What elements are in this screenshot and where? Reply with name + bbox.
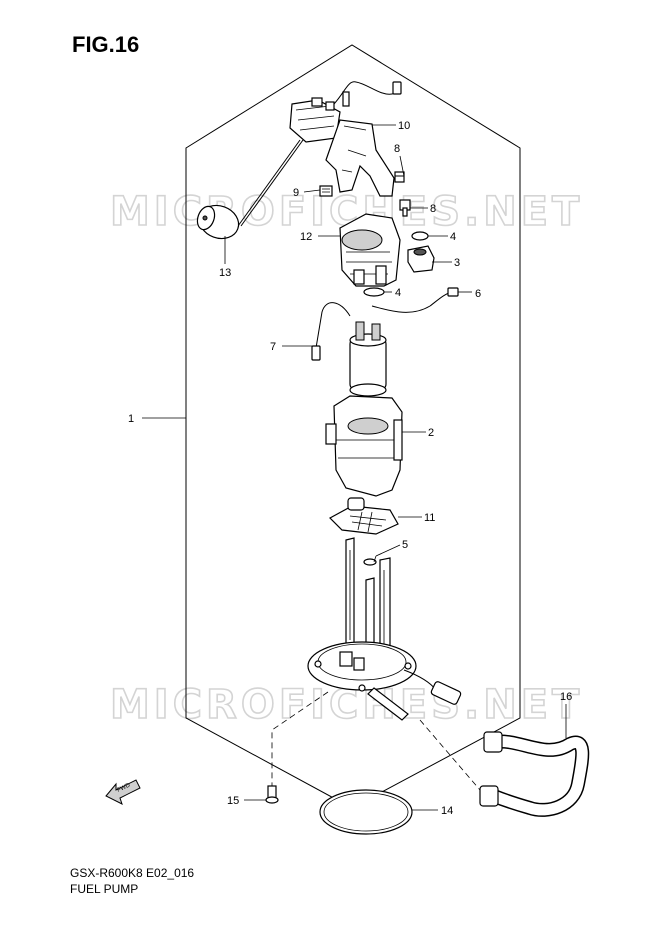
callout-3: 3 [454,257,460,269]
callout-12: 12 [300,231,312,243]
callout-8-lower: 8 [430,203,436,215]
fuel-filter-11 [329,497,399,535]
regulator-housing-12 [339,213,401,287]
screw-8-upper [394,171,405,183]
callout-8-upper: 8 [394,143,400,155]
callout-13: 13 [219,267,231,279]
bracket-10 [325,119,395,197]
fuel-hose-16 [479,731,590,817]
callout-4-upper: 4 [450,231,456,243]
callout-6: 6 [475,288,481,300]
screw-8-lower [399,199,411,217]
pressure-regulator-3 [407,245,435,273]
callout-14: 14 [441,805,453,817]
callout-10: 10 [398,120,410,132]
leader-lines [142,124,567,811]
callout-2: 2 [428,427,434,439]
callout-16: 16 [560,691,572,703]
fuel-pump-motor [349,321,387,397]
figure-title: FIG.16 [72,32,140,57]
assembly-frame [185,44,521,809]
fuel-pump-base-plate [307,641,462,721]
pump-case-2 [325,395,403,497]
o-ring-4-lower [363,287,385,297]
callout-1: 1 [128,413,134,425]
clip-9 [319,185,333,197]
callout-15: 15 [227,795,239,807]
model-code: GSX-R600K8 E02_016 [70,866,195,880]
callout-9: 9 [293,187,299,199]
fuel-level-gauge [237,81,402,227]
callout-4-lower: 4 [395,287,401,299]
section-name: FUEL PUMP [70,882,139,896]
fwd-label: FWD [116,782,132,793]
lead-wire-7 [311,302,351,361]
fwd-arrow-icon: FWD [105,779,141,805]
gasket-14 [319,789,413,835]
bolt-15 [265,785,279,804]
callout-11: 11 [424,512,435,524]
o-ring-5 [363,558,377,566]
guide-rods [345,537,391,663]
float-13 [196,204,240,240]
o-ring-4-upper [411,231,429,241]
callout-7: 7 [270,341,276,353]
callout-5: 5 [402,539,408,551]
